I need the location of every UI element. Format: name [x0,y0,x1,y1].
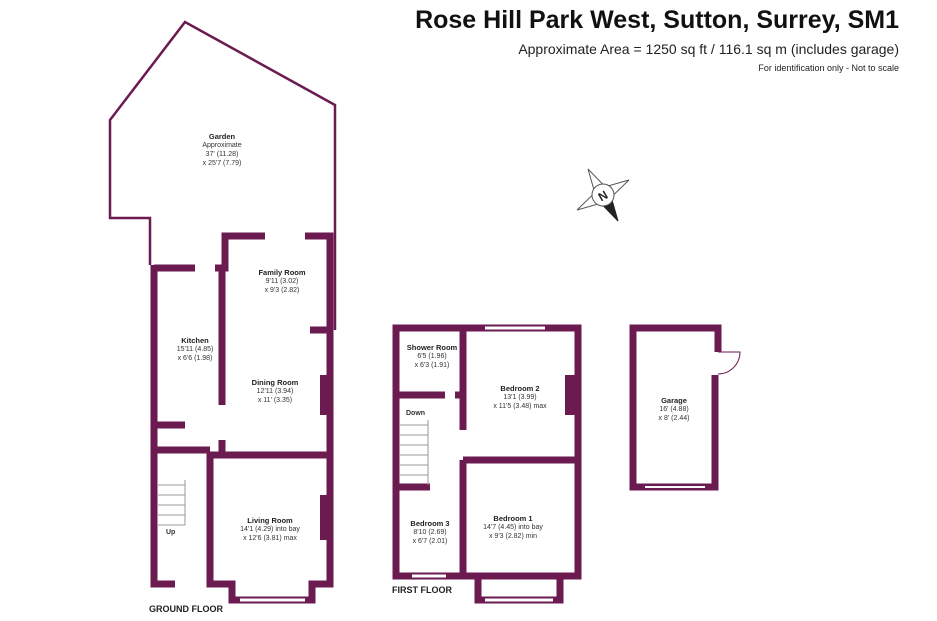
disclaimer: For identification only - Not to scale [758,63,899,73]
ground-stairs [158,480,186,526]
garden-boundary [108,20,337,330]
compass-north-icon [576,168,630,222]
approximate-area: Approximate Area = 1250 sq ft / 116.1 sq… [518,41,899,57]
garage-walls [629,324,722,491]
first-floor-label: FIRST FLOOR [392,585,452,595]
property-title: Rose Hill Park West, Sutton, Surrey, SM1 [415,6,899,34]
stairs-down-label: Down [406,410,426,417]
first-floor-stairs [400,420,429,485]
stairs-up-label: Up [166,529,176,536]
ground-floor-label: GROUND FLOOR [149,604,223,614]
